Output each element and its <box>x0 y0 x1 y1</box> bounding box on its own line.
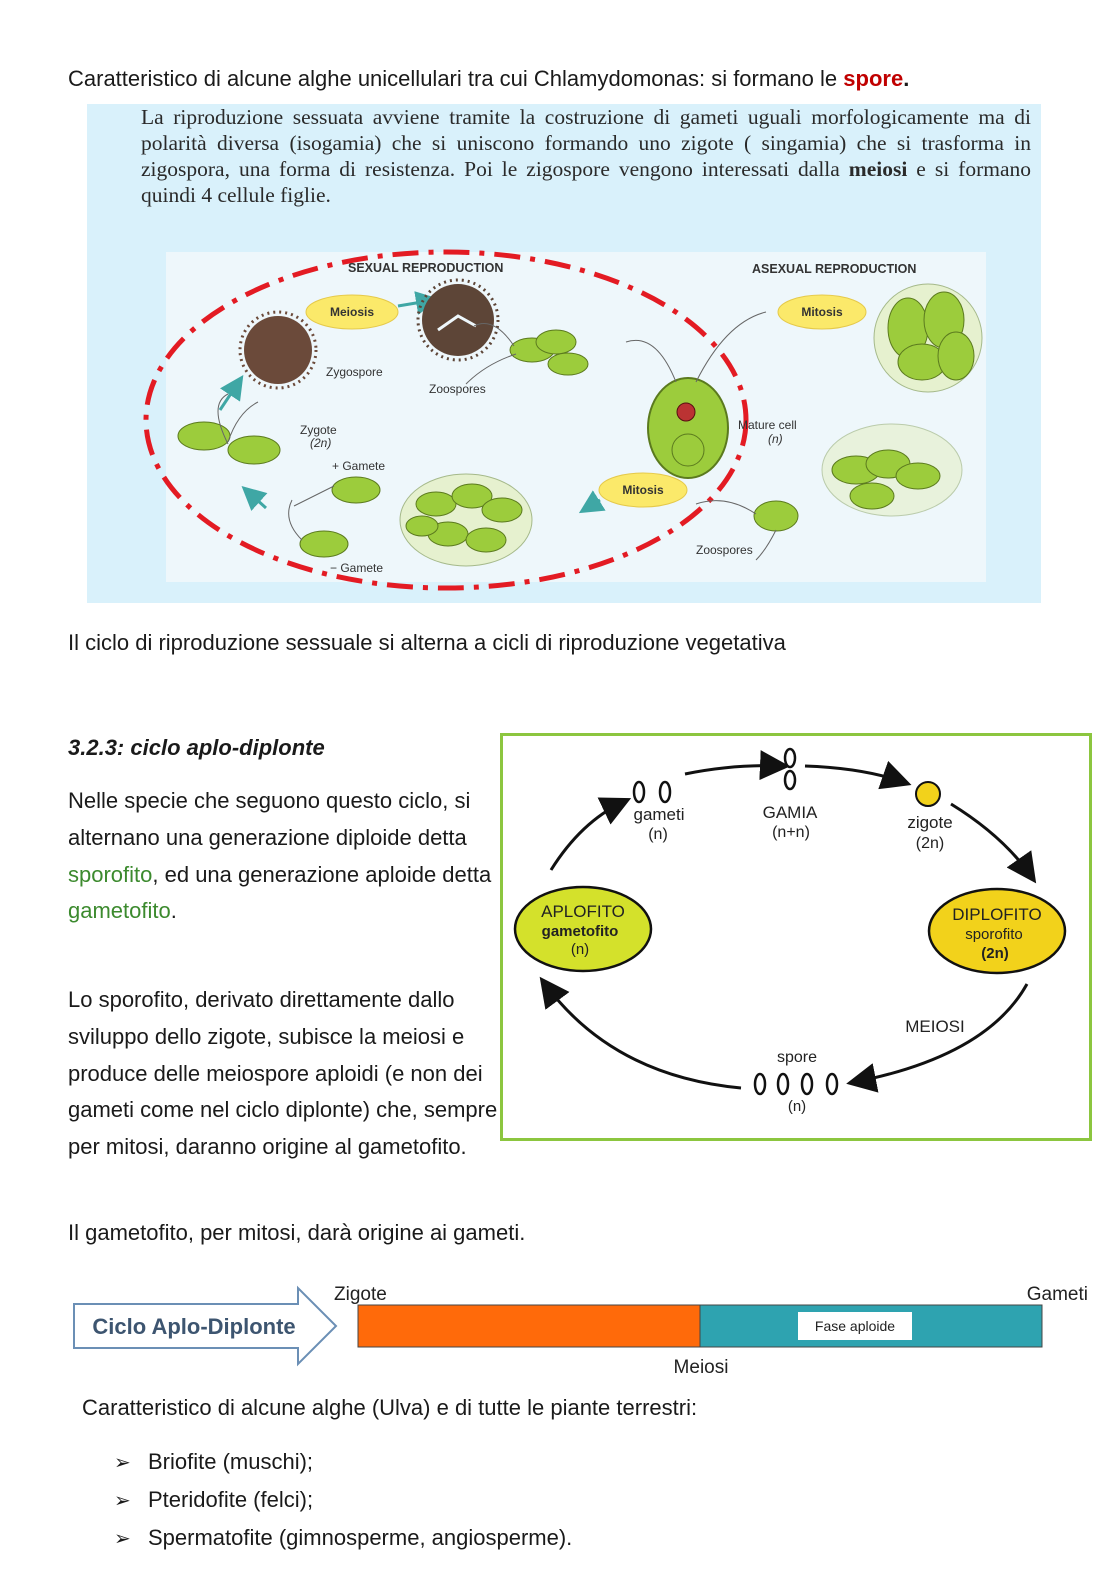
diagram-panel <box>166 252 986 582</box>
mature-cell-ploidy: (n) <box>768 432 783 446</box>
chlamydomonas-life-cycle-diagram: SEXUAL REPRODUCTION ASEXUAL REPRODUCTION… <box>136 238 996 598</box>
zygote-ploidy: (2n) <box>310 436 331 450</box>
list-item-text: Spermatofite (gimnosperme, angiosperme). <box>148 1525 572 1550</box>
minus-gamete-label: − Gamete <box>330 561 383 575</box>
list-arrow-icon: ➢ <box>114 1445 148 1482</box>
arrow-spore-to-aplofito <box>545 984 741 1088</box>
aplofito-ploidy: (n) <box>571 941 589 958</box>
list-arrow-icon: ➢ <box>114 1521 148 1558</box>
cycle-svg: gameti (n) GAMIA (n+n) zigote (2n) APLOF… <box>503 736 1089 1138</box>
intro-line: Caratteristico di alcune alghe unicellul… <box>68 66 909 92</box>
section-paragraph-3: Il gametofito, per mitosi, darà origine … <box>68 1220 525 1246</box>
diplofito-label: DIPLOFITO <box>952 905 1041 924</box>
intro-text: Caratteristico di alcune alghe unicellul… <box>68 66 843 91</box>
mature-cell-label: Mature cell <box>738 418 797 432</box>
spore-icon-2 <box>778 1074 788 1094</box>
gamia-icon-bottom <box>785 771 795 789</box>
spore-icon-1 <box>755 1074 765 1094</box>
mitosis-top-label: Mitosis <box>801 305 843 319</box>
p1-text-1: Nelle specie che seguono questo ciclo, s… <box>68 788 470 850</box>
gamia-icon-top <box>785 749 795 767</box>
mitosis-bottom-label: Mitosis <box>622 483 664 497</box>
sexual-reproduction-label: SEXUAL REPRODUCTION <box>348 261 503 275</box>
spore-ploidy: (n) <box>788 1098 806 1115</box>
section-title: 3.2.3: ciclo aplo-diplonte <box>68 735 325 761</box>
gameti-ploidy: (n) <box>648 826 668 843</box>
section-paragraph-2: Lo sporofito, derivato direttamente dall… <box>68 982 498 1166</box>
gameti-label: gameti <box>633 805 684 824</box>
arrow-gamia-to-zigote <box>805 766 903 782</box>
timeline-end-label: Gameti <box>1027 1284 1088 1305</box>
section-paragraph-1: Nelle specie che seguono questo ciclo, s… <box>68 783 498 930</box>
aplofito-label: APLOFITO <box>541 902 625 921</box>
daughter-cells-icon <box>400 474 532 566</box>
diplofito-ploidy: (2n) <box>981 945 1009 962</box>
asexual-reproduction-label: ASEXUAL REPRODUCTION <box>752 262 916 276</box>
list-item-text: Briofite (muschi); <box>148 1449 313 1474</box>
terrestrial-plants-intro: Caratteristico di alcune alghe (Ulva) e … <box>82 1395 697 1421</box>
list-item: ➢Spermatofite (gimnosperme, angiosperme)… <box>114 1520 572 1558</box>
gamia-label: GAMIA <box>763 803 818 822</box>
list-arrow-icon: ➢ <box>114 1483 148 1520</box>
timeline-middle-label: Meiosi <box>674 1357 729 1378</box>
spore-label: spore <box>777 1049 817 1066</box>
gamia-ploidy: (n+n) <box>772 824 810 841</box>
aplofito-sub: gametofito <box>542 923 619 940</box>
aplo-diplonte-cycle-diagram: gameti (n) GAMIA (n+n) zigote (2n) APLOF… <box>500 733 1092 1141</box>
intro-highlight: spore <box>843 66 903 91</box>
diplofito-sub: sporofito <box>965 926 1023 943</box>
diploid-phase-bar <box>358 1305 700 1347</box>
gamete-icon-1 <box>634 782 644 802</box>
meiosi-label: MEIOSI <box>905 1017 965 1036</box>
timeline-label: Ciclo Aplo-Diplonte <box>92 1314 295 1339</box>
plant-groups-list: ➢Briofite (muschi); ➢Pteridofite (felci)… <box>114 1444 572 1557</box>
vegetative-cycle-note: Il ciclo di riproduzione sessuale si alt… <box>68 630 786 656</box>
list-item-text: Pteridofite (felci); <box>148 1487 313 1512</box>
zigote-icon <box>916 782 940 806</box>
meiosis-label: Meiosis <box>330 305 374 319</box>
mitosis-top-cluster-icon <box>874 284 982 392</box>
plus-gamete-label: + Gamete <box>332 459 385 473</box>
term-gametofito: gametofito <box>68 898 171 923</box>
list-item: ➢Pteridofite (felci); <box>114 1482 572 1520</box>
chlamydomonas-caption: La riproduzione sessuata avviene tramite… <box>141 104 1031 208</box>
caption-meiosi: meiosi <box>849 157 908 181</box>
spore-icon-3 <box>802 1074 812 1094</box>
timeline-start-label: Zigote <box>334 1284 387 1305</box>
arrow-gameti-to-gamia <box>685 766 781 774</box>
intro-suffix: . <box>903 66 909 91</box>
zygospore-label: Zygospore <box>326 365 383 379</box>
list-item: ➢Briofite (muschi); <box>114 1444 572 1482</box>
cycle-timeline: Ciclo Aplo-Diplonte Zigote Gameti Fase a… <box>60 1278 1116 1378</box>
term-sporofito: sporofito <box>68 862 152 887</box>
zoospores-left-label: Zoospores <box>429 382 486 396</box>
gamete-icon-2 <box>660 782 670 802</box>
zigote-label: zigote <box>907 813 952 832</box>
arrow-zigote-to-diplofito <box>951 804 1031 876</box>
p1-text-3: . <box>171 898 177 923</box>
zygote-label: Zygote <box>300 423 337 437</box>
spore-icon-4 <box>827 1074 837 1094</box>
zigote-ploidy: (2n) <box>916 835 944 852</box>
p1-text-2: , ed una generazione aploide detta <box>152 862 491 887</box>
zoospores-right-label: Zoospores <box>696 543 753 557</box>
arrow-aplofito-to-gameti <box>551 802 623 870</box>
haploid-phase-label: Fase aploide <box>815 1318 895 1334</box>
